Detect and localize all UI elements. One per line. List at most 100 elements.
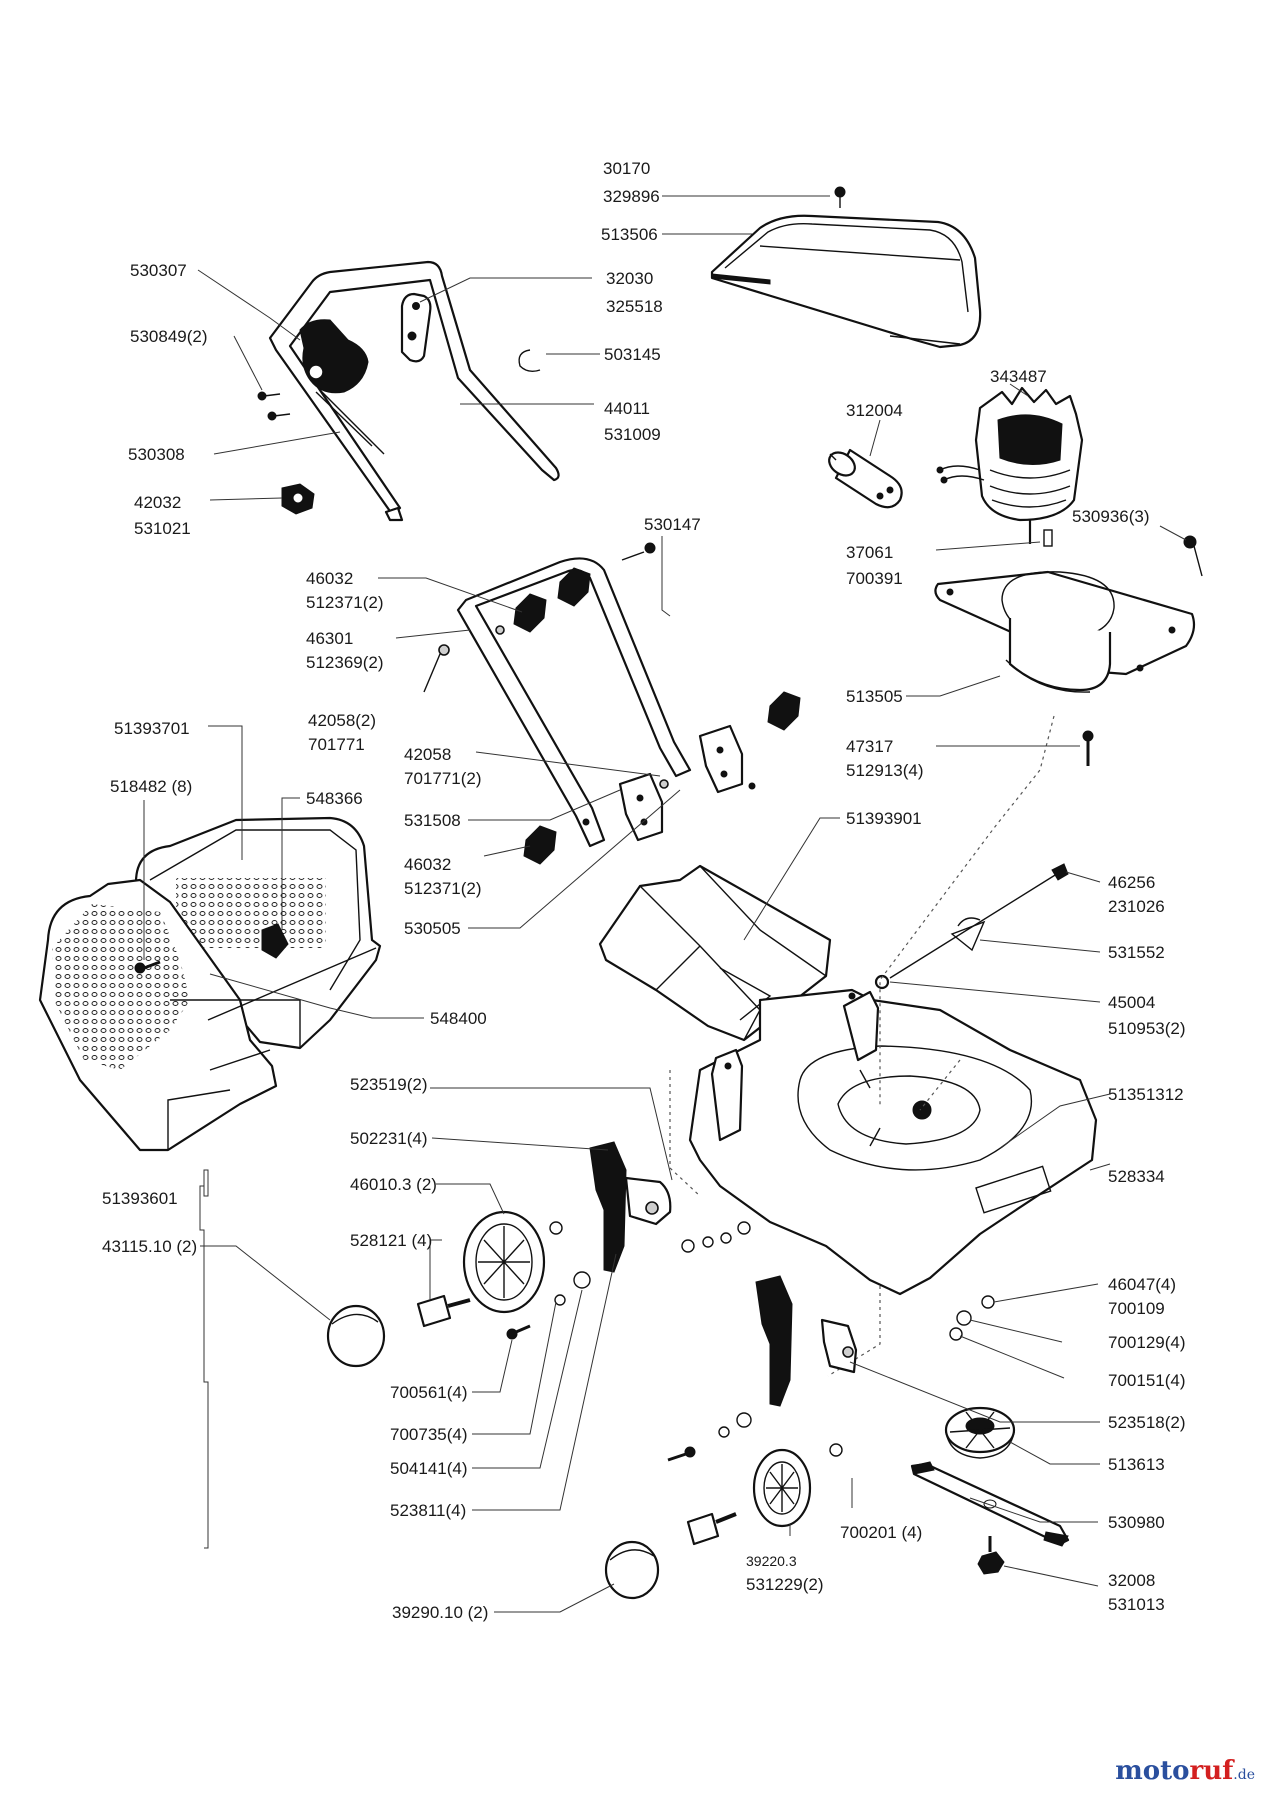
hub-cap-39290 bbox=[604, 1540, 660, 1600]
knobs-46032-upper bbox=[513, 567, 591, 633]
part-drawings bbox=[38, 186, 1203, 1600]
label-51393901: 51393901 bbox=[846, 809, 922, 828]
blade-bolt-32008 bbox=[977, 1536, 1005, 1575]
label-530505: 530505 bbox=[404, 919, 461, 938]
leader-lines bbox=[143, 195, 1187, 1613]
label-700561: 700561(4) bbox=[390, 1383, 468, 1402]
label-51351312: 51351312 bbox=[1108, 1085, 1184, 1104]
wheel-rear-39220 bbox=[752, 1448, 812, 1528]
washers-rear-right bbox=[949, 1295, 995, 1341]
label-530936: 530936(3) bbox=[1072, 507, 1150, 526]
knob-46032-lower bbox=[523, 825, 557, 865]
part-number-labels: 30170 329896 513506 530307 32030 325518 … bbox=[102, 159, 1186, 1622]
label-700391: 700391 bbox=[846, 569, 903, 588]
label-32030: 32030 bbox=[606, 269, 653, 288]
label-231026: 231026 bbox=[1108, 897, 1165, 916]
label-513505: 513505 bbox=[846, 687, 903, 706]
label-46032-a: 46032 bbox=[306, 569, 353, 588]
label-513613: 513613 bbox=[1108, 1455, 1165, 1474]
washers-front bbox=[549, 1221, 751, 1306]
label-512913: 512913(4) bbox=[846, 761, 924, 780]
label-44011: 44011 bbox=[604, 399, 650, 418]
label-32008: 32008 bbox=[1108, 1571, 1155, 1590]
label-701771-2: 701771(2) bbox=[404, 769, 482, 788]
label-343487: 343487 bbox=[990, 367, 1047, 386]
cable-clip-32030 bbox=[400, 292, 432, 363]
label-46256: 46256 bbox=[1108, 873, 1155, 892]
label-528334: 528334 bbox=[1108, 1167, 1165, 1186]
lower-handle-530147 bbox=[456, 557, 756, 848]
label-39290: 39290.10 (2) bbox=[392, 1603, 488, 1622]
screw-30170 bbox=[834, 186, 846, 208]
label-512371-a: 512371(2) bbox=[306, 593, 384, 612]
label-530308: 530308 bbox=[128, 445, 185, 464]
label-504141: 504141(4) bbox=[390, 1459, 468, 1478]
capacitor-312004 bbox=[828, 448, 903, 509]
label-531021: 531021 bbox=[134, 519, 191, 538]
knob-42032 bbox=[281, 483, 315, 515]
rear-fasteners bbox=[667, 1412, 843, 1546]
label-39220: 39220.3 bbox=[746, 1553, 797, 1569]
label-531552: 531552 bbox=[1108, 943, 1165, 962]
label-503145: 503145 bbox=[604, 345, 661, 364]
label-512369: 512369(2) bbox=[306, 653, 384, 672]
label-46047: 46047(4) bbox=[1108, 1275, 1176, 1294]
label-513506: 513506 bbox=[601, 225, 658, 244]
screws-530849 bbox=[257, 391, 291, 421]
label-701771: 701771 bbox=[308, 735, 365, 754]
label-530980: 530980 bbox=[1108, 1513, 1165, 1532]
label-530147: 530147 bbox=[644, 515, 701, 534]
screw-700561 bbox=[506, 1324, 531, 1340]
screw-530936 bbox=[1183, 535, 1203, 577]
knob-46032-right bbox=[767, 691, 801, 731]
control-lever-530307 bbox=[299, 319, 385, 455]
label-530307: 530307 bbox=[130, 261, 187, 280]
blade-530980 bbox=[910, 1461, 1070, 1547]
label-531229: 531229(2) bbox=[746, 1575, 824, 1594]
label-523811: 523811(4) bbox=[390, 1501, 466, 1520]
label-45004: 45004 bbox=[1108, 993, 1155, 1012]
label-46301: 46301 bbox=[306, 629, 353, 648]
upper-handle-44011 bbox=[268, 260, 560, 522]
key-37061 bbox=[1043, 529, 1053, 547]
label-502231: 502231(4) bbox=[350, 1129, 428, 1148]
brackets-531508 bbox=[618, 724, 744, 842]
label-510953: 510953(2) bbox=[1108, 1019, 1186, 1038]
label-30170: 30170 bbox=[603, 159, 650, 178]
throttle-cable-531552 bbox=[874, 863, 1069, 990]
hub-cap-43115 bbox=[326, 1304, 386, 1368]
grass-catcher bbox=[38, 816, 382, 1152]
height-adjuster-front bbox=[589, 1141, 672, 1273]
label-548400: 548400 bbox=[430, 1009, 487, 1028]
label-51393701: 51393701 bbox=[114, 719, 190, 738]
label-46010: 46010.3 (2) bbox=[350, 1175, 437, 1194]
label-530849: 530849(2) bbox=[130, 327, 208, 346]
bolt-528121 bbox=[416, 1294, 471, 1328]
label-37061: 37061 bbox=[846, 543, 893, 562]
label-700109: 700109 bbox=[1108, 1299, 1165, 1318]
label-43115: 43115.10 (2) bbox=[102, 1237, 197, 1256]
label-700151: 700151(4) bbox=[1108, 1371, 1186, 1390]
label-518482: 518482 (8) bbox=[110, 777, 192, 796]
label-523519: 523519(2) bbox=[350, 1075, 428, 1094]
label-512371-b: 512371(2) bbox=[404, 879, 482, 898]
label-531009: 531009 bbox=[604, 425, 661, 444]
label-523518: 523518(2) bbox=[1108, 1413, 1186, 1432]
circlip-503145 bbox=[518, 349, 541, 373]
label-531508: 531508 bbox=[404, 811, 461, 830]
label-700201: 700201 (4) bbox=[840, 1523, 922, 1542]
blade-adapter-513613 bbox=[944, 1406, 1016, 1459]
motor-343487 bbox=[936, 386, 1084, 544]
motor-cover-513506 bbox=[710, 214, 982, 349]
wheel-front-46010 bbox=[462, 1210, 546, 1314]
label-548366: 548366 bbox=[306, 789, 363, 808]
mower-deck-51351312 bbox=[688, 988, 1098, 1296]
label-700129: 700129(4) bbox=[1108, 1333, 1186, 1352]
label-531013: 531013 bbox=[1108, 1595, 1165, 1614]
label-700735: 700735(4) bbox=[390, 1425, 468, 1444]
label-51393601: 51393601 bbox=[102, 1189, 178, 1208]
label-46032-b: 46032 bbox=[404, 855, 451, 874]
bolt-530147 bbox=[621, 542, 656, 561]
bolt-42058 bbox=[423, 644, 450, 693]
